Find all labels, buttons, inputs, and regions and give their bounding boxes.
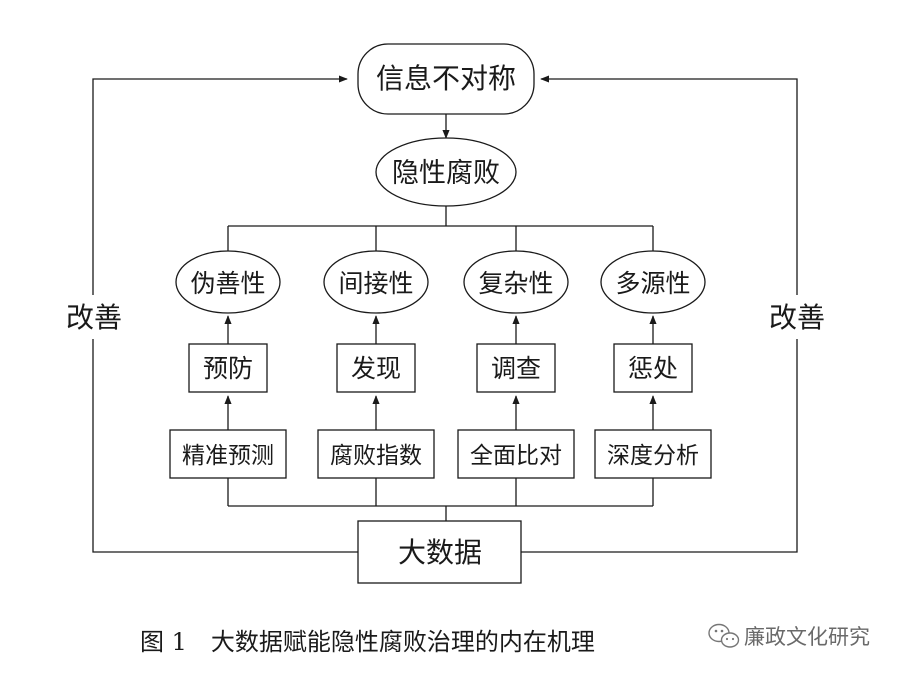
right-label-mask xyxy=(760,295,834,339)
left-label-mask xyxy=(58,295,130,339)
method-label-4: 深度分析 xyxy=(607,443,699,469)
branch-connector xyxy=(227,206,654,252)
action-label-3: 调查 xyxy=(491,354,541,383)
property-ellipse-2 xyxy=(323,250,429,314)
right-loop-arrow xyxy=(521,75,798,553)
left-feedback-loop xyxy=(92,75,358,553)
method-label-1: 精准预测 xyxy=(182,443,274,469)
figure-caption: 图 1 大数据赋能隐性腐败治理的内在机理 xyxy=(140,628,595,656)
method-label-2: 腐败指数 xyxy=(330,443,422,469)
property-ellipse-3 xyxy=(463,250,569,314)
property-label-3: 复杂性 xyxy=(478,269,553,298)
property-label-2: 间接性 xyxy=(338,269,413,298)
bottom-node-box xyxy=(357,520,522,584)
wechat-icon xyxy=(708,623,740,648)
top-node-label: 信息不对称 xyxy=(376,62,516,95)
property-ellipse-1 xyxy=(175,250,281,314)
action-label-4: 惩处 xyxy=(628,354,678,383)
method-box-3 xyxy=(457,429,575,479)
action-box-3 xyxy=(476,343,556,393)
property-label-1: 伪善性 xyxy=(190,269,265,298)
action-box-2 xyxy=(336,343,416,393)
watermark-text: 廉政文化研究 xyxy=(744,625,870,649)
bottom-connector xyxy=(227,478,654,521)
method-label-3: 全面比对 xyxy=(470,443,562,469)
method-box-2 xyxy=(317,429,435,479)
action-label-2: 发现 xyxy=(351,354,401,383)
right-feedback-loop xyxy=(521,75,798,553)
second-node-label: 隐性腐败 xyxy=(392,158,500,189)
action-box-4 xyxy=(613,343,693,393)
method-box-1 xyxy=(169,429,287,479)
right-loop-label: 改善 xyxy=(769,301,825,334)
left-loop-label: 改善 xyxy=(66,301,122,334)
property-label-4: 多源性 xyxy=(615,269,690,298)
left-loop-arrow xyxy=(92,75,358,553)
action-label-1: 预防 xyxy=(203,354,253,383)
arrows-method-to-action xyxy=(224,395,657,430)
property-ellipse-4 xyxy=(600,250,706,314)
action-box-1 xyxy=(188,343,268,393)
bottom-node-label: 大数据 xyxy=(398,536,482,569)
method-box-4 xyxy=(594,429,712,479)
arrows-action-to-property xyxy=(224,315,657,344)
watermark: 廉政文化研究 xyxy=(708,623,870,649)
